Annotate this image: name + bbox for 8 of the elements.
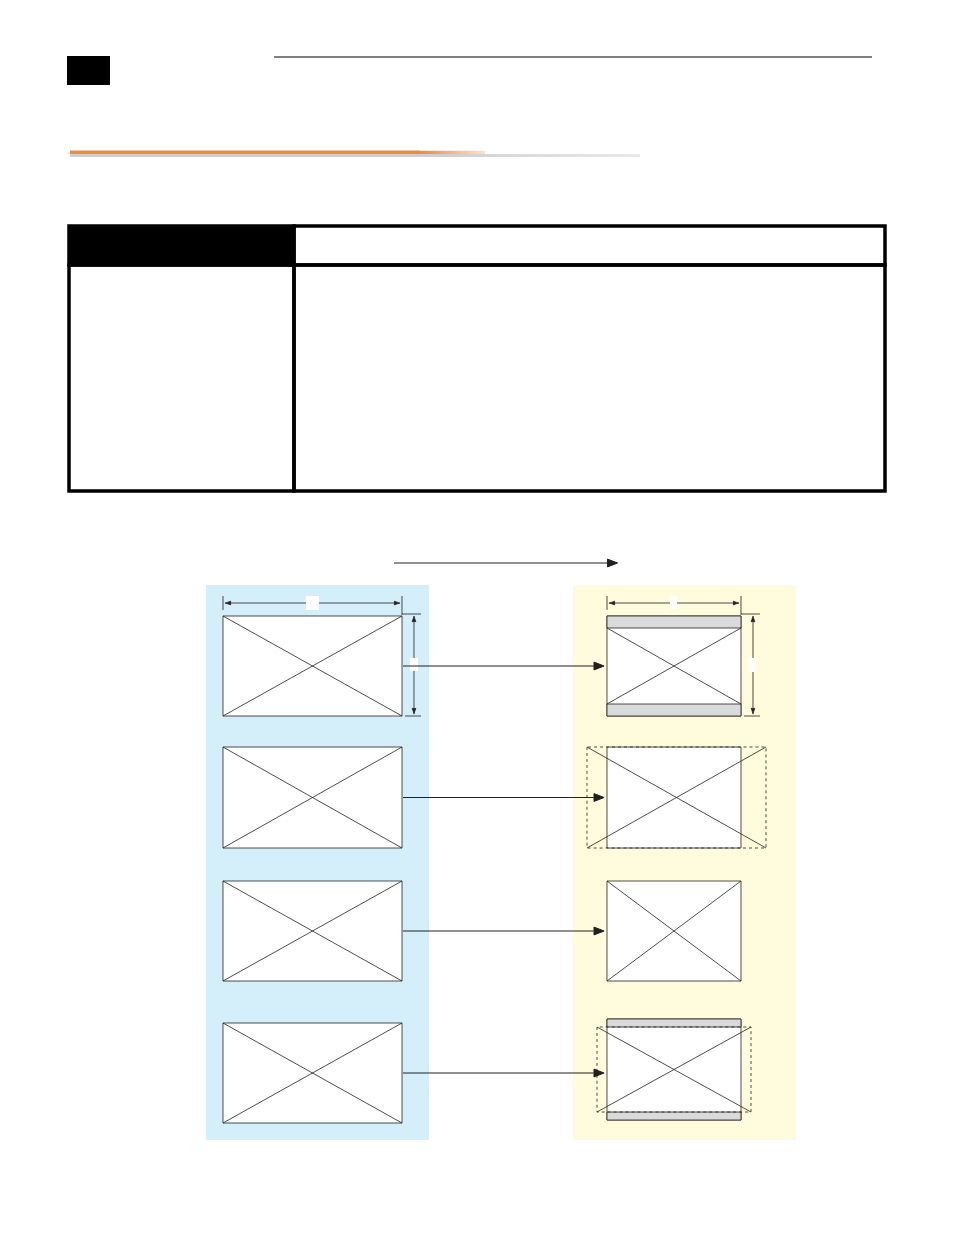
image-placeholder bbox=[586, 746, 767, 849]
image-placeholder bbox=[222, 880, 403, 982]
image-placeholder bbox=[222, 615, 403, 717]
image-placeholder bbox=[606, 880, 742, 982]
image-placeholder bbox=[596, 1018, 752, 1121]
image-placeholder bbox=[606, 615, 742, 717]
image-placeholder bbox=[222, 746, 403, 849]
image-placeholder bbox=[222, 1022, 403, 1124]
